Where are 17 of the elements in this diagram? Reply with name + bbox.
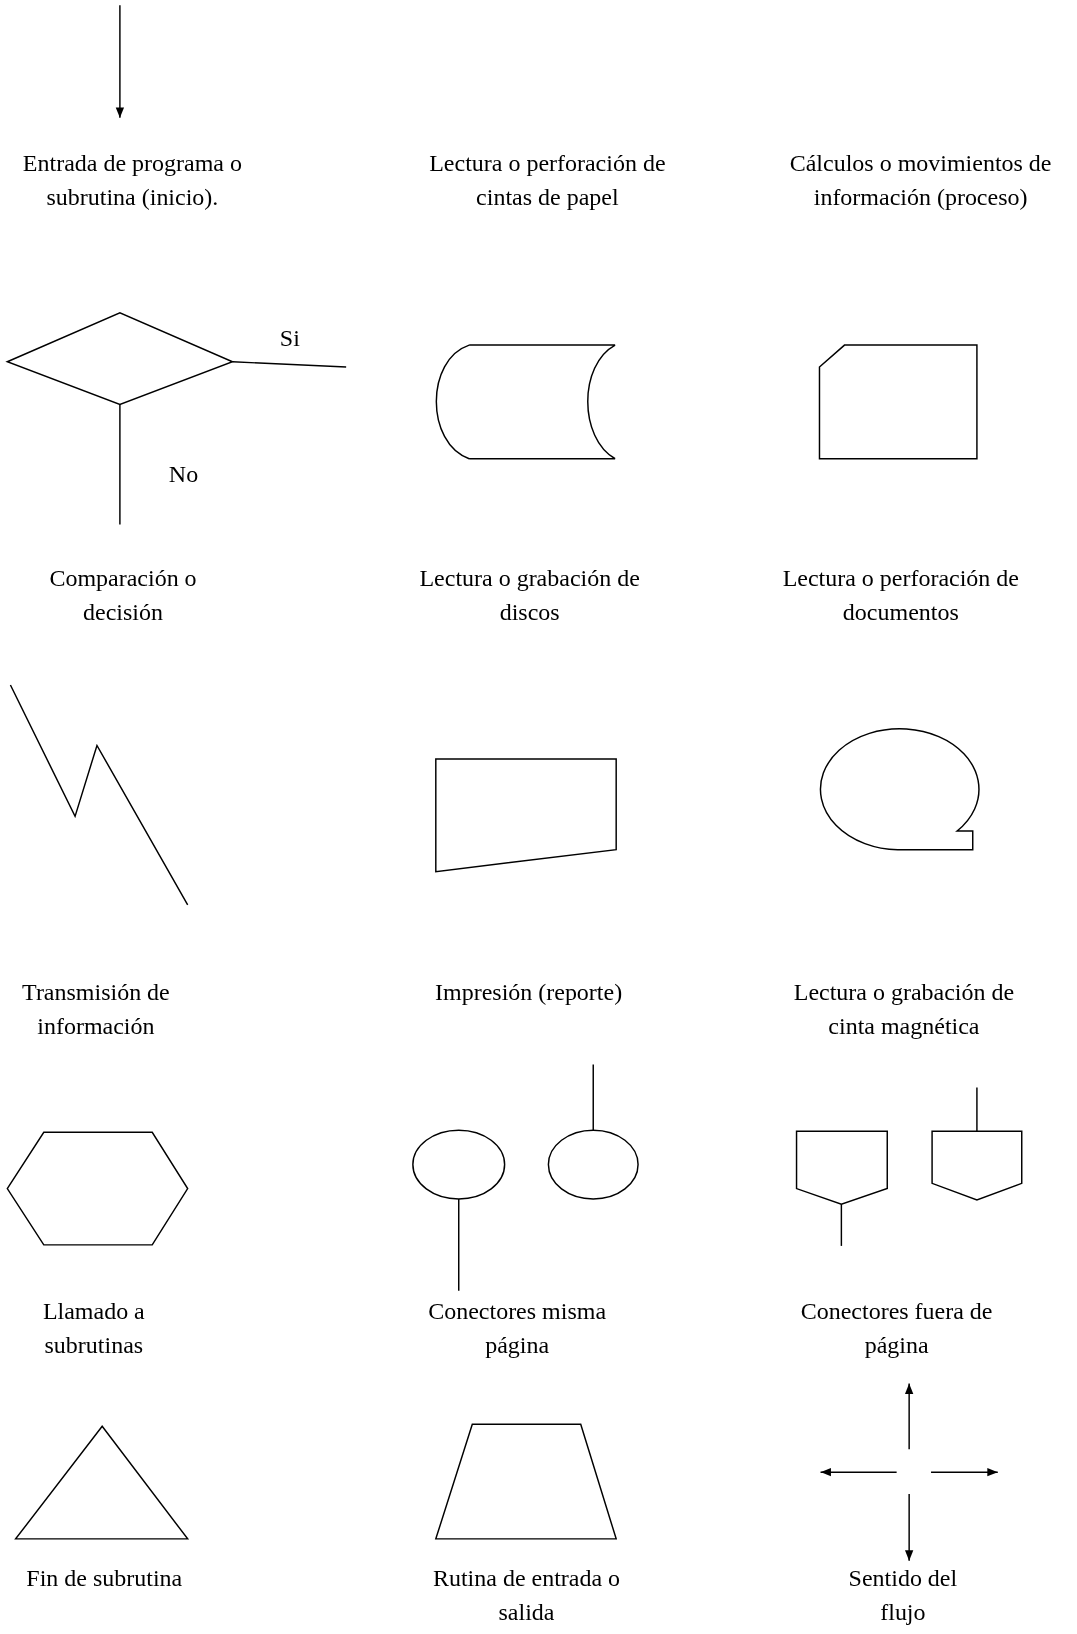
symbol-caption: Comparación o decisión: [48, 564, 198, 628]
symbol-caption: Fin de subrutina: [25, 1563, 184, 1593]
branch-label: Si: [278, 324, 301, 354]
symbol-caption: Llamado a subrutinas: [41, 1297, 146, 1361]
symbol-caption: Conectores misma página: [427, 1297, 608, 1361]
symbol-caption: Lectura o perforación de cintas de papel: [428, 149, 667, 213]
symbol-caption: Transmisión de información: [21, 978, 171, 1042]
symbol-caption: Cálculos o movimientos de información (proceso): [788, 149, 1053, 213]
symbol-caption: Impresión (reporte): [434, 978, 624, 1008]
symbol-caption: Lectura o perforación de documentos: [781, 564, 1020, 628]
symbol-caption: Sentido del flujo: [847, 1563, 959, 1628]
symbol-caption: Lectura o grabación de discos: [418, 564, 641, 628]
symbol-caption: Entrada de programa o subrutina (inicio).: [21, 149, 243, 213]
branch-label: No: [167, 459, 200, 489]
symbol-caption: Conectores fuera de página: [799, 1297, 994, 1361]
symbol-caption: Lectura o grabación de cinta magnética: [792, 978, 1016, 1042]
symbol-caption: Rutina de entrada o salida: [431, 1563, 622, 1628]
